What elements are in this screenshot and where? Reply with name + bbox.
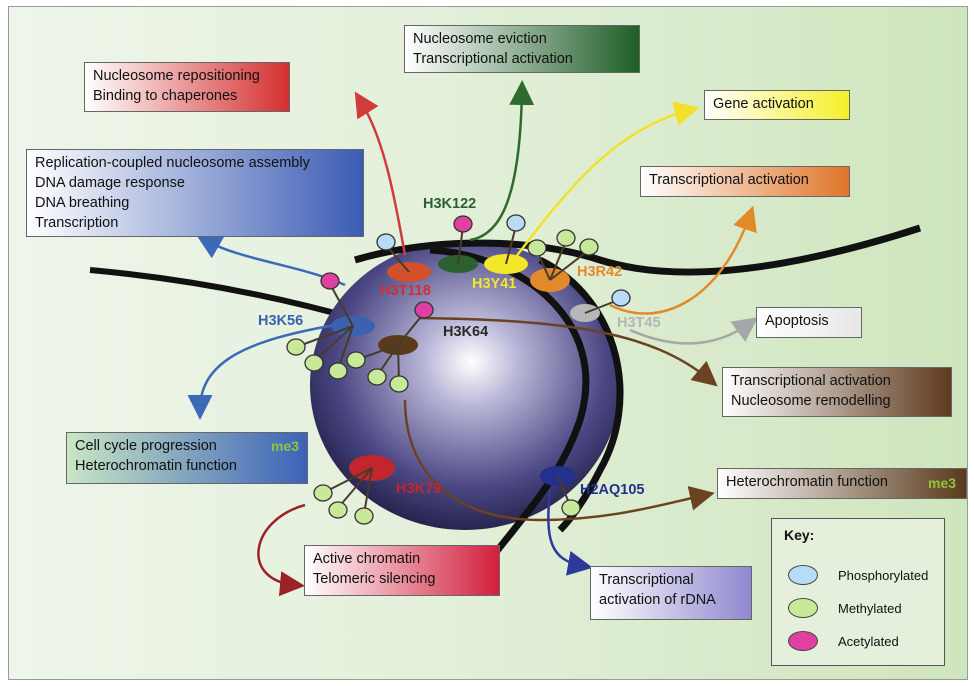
arrow-transcriptional-activation <box>609 205 757 315</box>
arrow-remodelling <box>419 316 718 387</box>
acetylated-lollipop <box>414 301 434 319</box>
arrow-apoptosis <box>629 317 759 345</box>
phosphorylated-lollipop <box>376 233 396 251</box>
site-label-h3k79: H3K79 <box>396 481 442 497</box>
me3-label: me3 <box>928 475 957 491</box>
me3-label: me3 <box>271 438 300 454</box>
outcome-eviction: Nucleosome eviction Transcriptional acti… <box>404 25 640 73</box>
arrow-eviction <box>469 80 535 242</box>
methylated-lollipop <box>556 229 576 247</box>
key-title: Key: <box>784 527 815 543</box>
outcome-gene-activation: Gene activation <box>704 90 850 120</box>
phosphorylated-lollipop <box>506 214 526 232</box>
site-label-h3r42: H3R42 <box>577 264 623 280</box>
site-label-h3k122: H3K122 <box>423 196 477 212</box>
site-label-h3k56: H3K56 <box>258 313 304 329</box>
nucleosome-core <box>310 240 620 530</box>
methylated-lollipop <box>328 362 348 380</box>
acetylated-lollipop <box>453 215 473 233</box>
methylated-lollipop <box>527 239 547 257</box>
methylated-swatch <box>788 598 818 618</box>
methylated-lollipop <box>579 238 599 256</box>
outcome-active-chromatin: Active chromatin Telomeric silencing <box>304 545 500 596</box>
arrow-active-chromatin <box>257 503 306 597</box>
key-item-methylated: Methylated <box>838 601 902 616</box>
methylated-lollipop <box>313 484 333 502</box>
key-item-acetylated: Acetylated <box>838 634 899 649</box>
site-label-h2aq105: H2AQ105 <box>580 482 645 498</box>
methylated-lollipop <box>304 354 324 372</box>
outcome-apoptosis: Apoptosis <box>756 307 862 338</box>
methylated-lollipop <box>328 501 348 519</box>
arrow-cell-cycle <box>187 323 336 420</box>
site-label-h3t118: H3T118 <box>380 283 431 299</box>
outcome-rdna: Transcriptional activation of rDNA <box>590 566 752 620</box>
methylated-lollipop <box>367 368 387 386</box>
outcome-remodelling: Transcriptional activation Nucleosome re… <box>722 367 952 417</box>
acetylated-swatch <box>788 631 818 651</box>
outcome-repositioning: Nucleosome repositioning Binding to chap… <box>84 62 290 112</box>
outcome-heterochromatin: Heterochromatin function me3 <box>717 468 967 499</box>
legend-key: Key: Phosphorylated Methylated Acetylate… <box>771 518 945 666</box>
site-label-h3y41: H3Y41 <box>472 276 517 292</box>
methylated-lollipop <box>346 351 366 369</box>
outcome-cell-cycle: Cell cycle progression Heterochromatin f… <box>66 432 308 484</box>
arrow-gene-activation <box>514 101 700 259</box>
key-item-phosphorylated: Phosphorylated <box>838 568 929 583</box>
arrow-heterochromatin <box>403 399 715 522</box>
dna-strand-top <box>354 224 922 276</box>
methylated-lollipop <box>286 338 306 356</box>
acetylated-lollipop <box>320 272 340 290</box>
phosphorylated-swatch <box>788 565 818 585</box>
methylated-lollipop <box>561 499 581 517</box>
site-label-h3k64: H3K64 <box>443 324 489 340</box>
methylated-lollipop <box>389 375 409 393</box>
arrow-rdna <box>547 489 593 576</box>
methylated-lollipop <box>354 507 374 525</box>
outcome-replication: Replication-coupled nucleosome assembly … <box>26 149 364 237</box>
arrow-repositioning <box>354 91 407 256</box>
phosphorylated-lollipop <box>611 289 631 307</box>
outcome-transcriptional-activation: Transcriptional activation <box>640 166 850 197</box>
site-label-h3t45: H3T45 <box>617 315 661 331</box>
